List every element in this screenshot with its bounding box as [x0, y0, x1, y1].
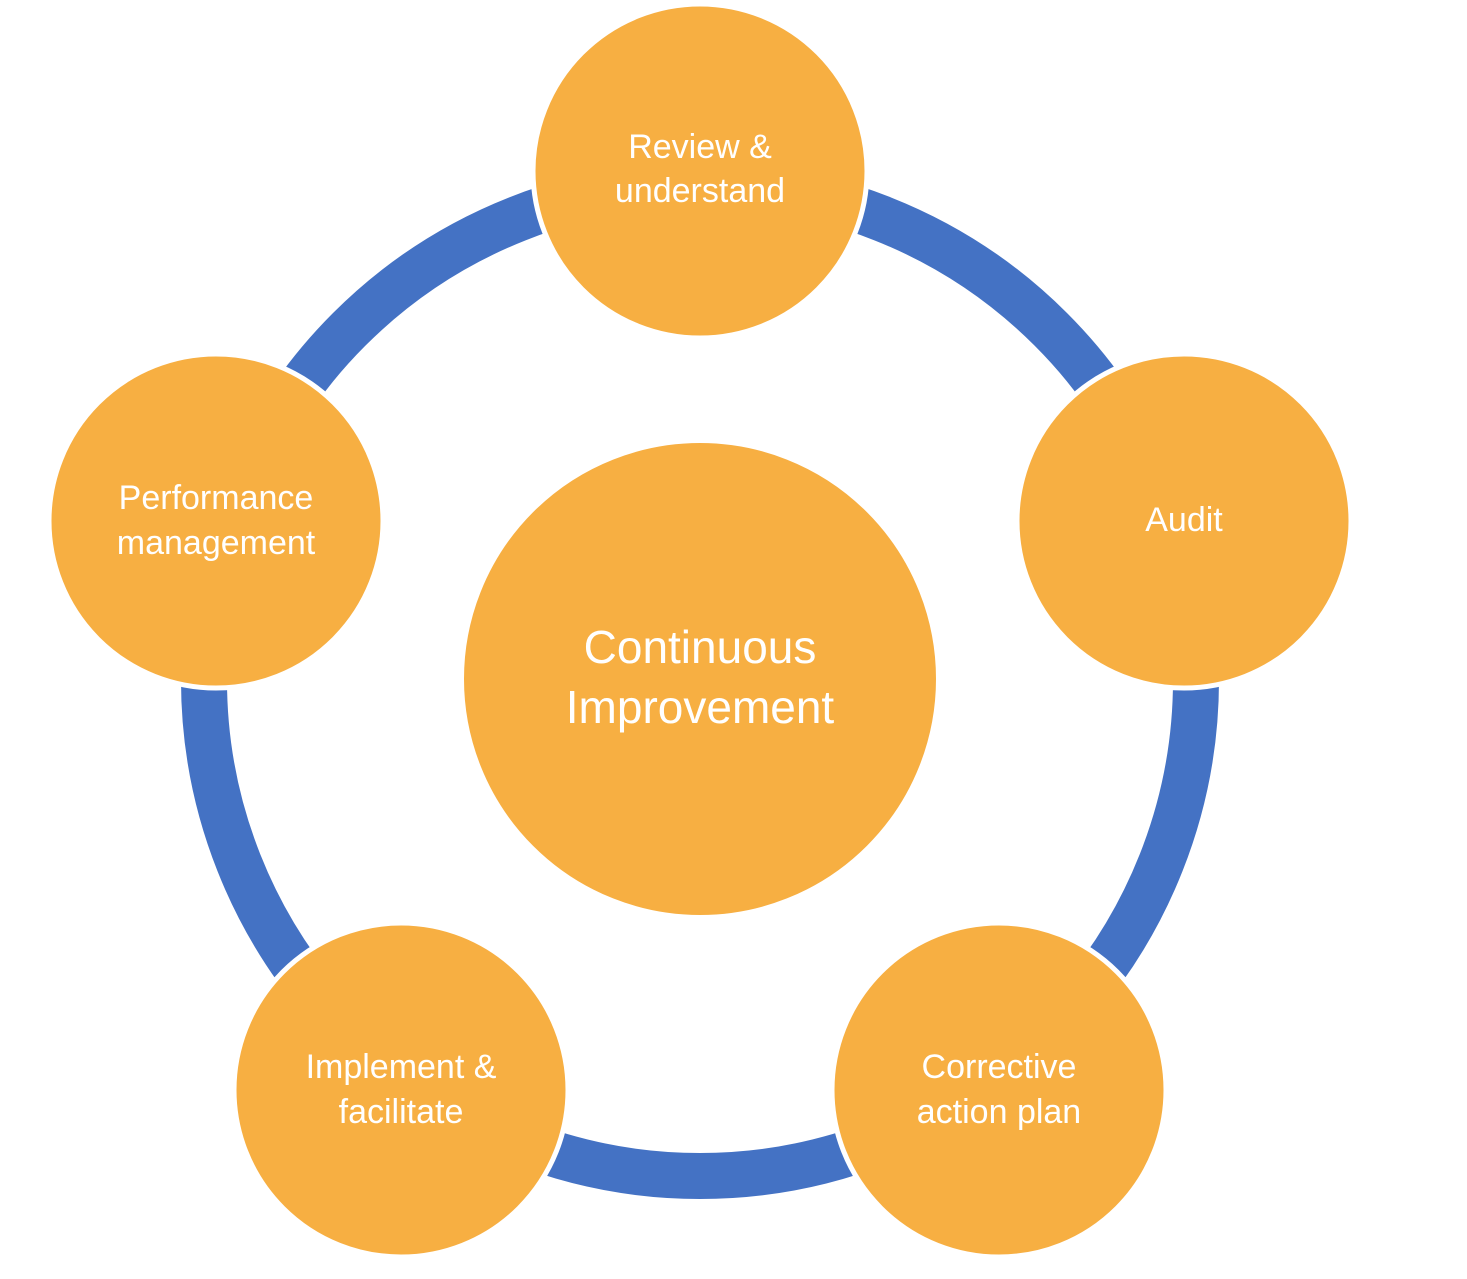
- node-performance-circle: [46, 351, 386, 691]
- node-review-label-line2: understand: [615, 172, 785, 210]
- node-performance-label-line1: Performance: [119, 479, 314, 517]
- center-label-line2: Improvement: [566, 681, 835, 733]
- center-circle: [460, 439, 940, 919]
- node-corrective-label-line2: action plan: [917, 1093, 1081, 1131]
- node-audit-circle: [1014, 351, 1354, 691]
- node-review: Review & understand: [530, 1, 870, 341]
- center-label-line1: Continuous: [584, 621, 817, 673]
- node-implement-label-line1: Implement &: [306, 1048, 497, 1086]
- node-implement-label-line2: facilitate: [339, 1093, 464, 1131]
- node-implement: Implement & facilitate: [231, 920, 571, 1260]
- node-corrective-label-line1: Corrective: [922, 1048, 1077, 1086]
- node-review-label-line1: Review &: [628, 128, 772, 166]
- node-audit: Audit: [1014, 351, 1354, 691]
- node-implement-circle: [231, 920, 571, 1260]
- node-corrective: Corrective action plan: [829, 920, 1169, 1260]
- node-review-circle: [530, 1, 870, 341]
- node-performance: Performance management: [46, 351, 386, 691]
- node-performance-label-line2: management: [117, 524, 316, 562]
- center-node: Continuous Improvement: [460, 439, 940, 919]
- node-corrective-circle: [829, 920, 1169, 1260]
- node-audit-label-line1: Audit: [1145, 501, 1223, 539]
